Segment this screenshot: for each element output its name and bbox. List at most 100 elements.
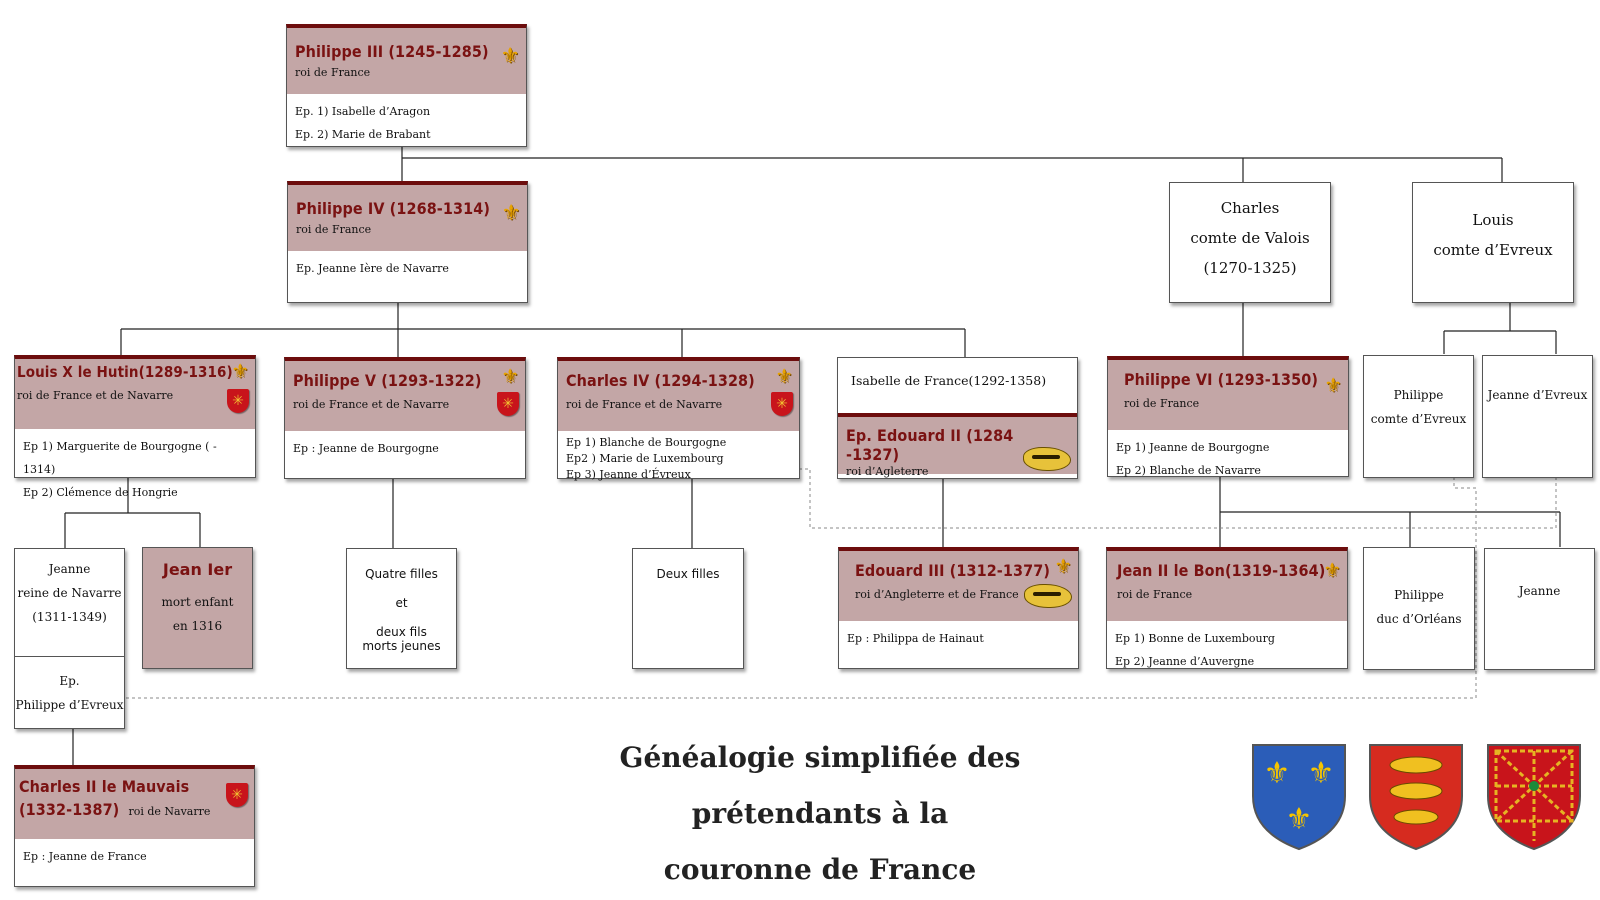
person-name: Jean Ier	[162, 560, 233, 579]
person-isabelle-de-france: Isabelle de France(1292-1358) Ep. Edouar…	[837, 357, 1078, 479]
person-philippe-vi: Philippe VI (1293-1350) roi de France ⚜ …	[1107, 356, 1349, 477]
svg-text:⚜: ⚜	[1308, 756, 1335, 791]
spouse-header: Ep. Edouard II (1284 -1327) roi d’Aglete…	[838, 413, 1077, 478]
person-jeanne-de-navarre: Jeanne reine de Navarre (1311-1349) Ep. …	[14, 548, 125, 729]
spouse-line: Philippe d’Evreux	[15, 698, 124, 712]
person-title: roi de France et de Navarre	[293, 398, 450, 411]
fleur-de-lis-icon: ⚜	[501, 364, 519, 388]
spouse-item: Ep. 1) Isabelle d’Aragon	[295, 105, 431, 118]
person-philippe-evreux: Philippe comte d’Evreux	[1363, 355, 1474, 478]
person-edouard-iii: Edouard III (1312-1377) roi d’Angleterre…	[838, 547, 1079, 669]
person-line: Quatre filles	[365, 567, 438, 581]
person-line: Jeanne	[48, 562, 91, 576]
spouse-list: Ep : Jeanne de France	[15, 839, 254, 874]
person-header: Philippe V (1293-1322) roi de France et …	[285, 361, 525, 431]
person-philippe-v: Philippe V (1293-1322) roi de France et …	[284, 357, 526, 479]
spouse-item: Ep 2) Jeanne d’Auvergne	[1115, 655, 1255, 668]
person-jean-ier: Jean Ier mort enfant en 1316	[142, 547, 253, 669]
person-name: Charles II le Mauvais	[19, 777, 190, 796]
person-louis-x: Louis X le Hutin(1289-1316) roi de Franc…	[14, 355, 256, 499]
person-louis-evreux: Louis comte d’Evreux	[1412, 182, 1574, 303]
person-header: Jean II le Bon(1319-1364) roi de France …	[1107, 551, 1347, 621]
person-name-row: (1332-1387) roi de Navarre	[19, 800, 246, 819]
person-philippe-orleans: Philippe duc d’Orléans	[1363, 547, 1475, 670]
person-philippe-iii: Philippe III (1245-1285) roi de France ⚜…	[286, 24, 527, 147]
spouse-item: Ep 1) Bonne de Luxembourg	[1115, 632, 1275, 645]
fleur-de-lis-icon: ⚜	[1323, 558, 1341, 582]
spouse-list: Ep. 1) Isabelle d’Aragon Ep. 2) Marie de…	[287, 94, 526, 152]
person-line: Louis	[1472, 211, 1514, 229]
spouse-item: Ep : Jeanne de France	[23, 850, 147, 863]
navarre-shield-icon: ✳	[226, 783, 248, 807]
fleur-de-lis-icon: ⚜	[231, 359, 249, 383]
person-jeanne: Jeanne	[1484, 548, 1595, 670]
spouse-details: Ep. Philippe d’Evreux	[15, 657, 124, 717]
person-name: Jean II le Bon(1319-1364)	[1117, 561, 1326, 580]
spouse-item: Ep 1) Jeanne de Bourgogne	[1116, 441, 1270, 454]
person-dates: (1332-1387)	[19, 800, 120, 819]
person-title: roi de France et de Navarre	[566, 398, 723, 411]
person-quatre-filles: Quatre filles et deux fils morts jeunes	[346, 548, 457, 669]
person-name: Charles IV (1294-1328)	[566, 371, 755, 390]
spouse-list: Ep : Jeanne de Bourgogne	[285, 431, 525, 466]
spouse-list: Ep : Philippa de Hainaut	[839, 621, 1078, 656]
spouse-line: Ep.	[59, 674, 80, 688]
person-name: Philippe III (1245-1285)	[295, 42, 489, 61]
person-name: Philippe IV (1268-1314)	[296, 199, 491, 218]
navarre-shield-icon: ✳	[771, 392, 793, 416]
person-line: comte de Valois	[1190, 229, 1310, 247]
person-line: Philippe	[1393, 388, 1444, 402]
person-line: comte d’Evreux	[1370, 412, 1467, 426]
fleur-de-lis-icon: ⚜	[775, 364, 793, 388]
person-line: et	[395, 596, 408, 610]
person-charles-iv: Charles IV (1294-1328) roi de France et …	[557, 357, 800, 481]
svg-text:⚜: ⚜	[1264, 756, 1291, 791]
leopard-icon	[1023, 447, 1071, 471]
navarre-shield-icon: ✳	[497, 392, 519, 416]
person-jeanne-evreux: Jeanne d’Evreux	[1482, 355, 1593, 478]
spouse-item: Ep : Jeanne de Bourgogne	[293, 442, 439, 455]
person-line: en 1316	[172, 619, 223, 633]
spouse-item: Ep : Philippa de Hainaut	[847, 632, 984, 645]
spouse-list: Ep 1) Marguerite de Bourgogne ( - 1314) …	[15, 429, 255, 510]
page-title-line: couronne de France	[663, 853, 977, 886]
person-title: roi de France	[1117, 588, 1193, 601]
spouse-list: Ep 1) Bonne de Luxembourg Ep 2) Jeanne d…	[1107, 621, 1347, 679]
fleur-de-lis-icon: ⚜	[1324, 373, 1342, 397]
spouse-title: roi d’Agleterre	[846, 465, 929, 478]
person-header: Charles II le Mauvais (1332-1387) roi de…	[15, 769, 254, 839]
spouse-list: Ep. Jeanne Ière de Navarre	[288, 251, 527, 286]
person-name: Philippe V (1293-1322)	[293, 371, 482, 390]
spouse-item: Ep. 2) Marie de Brabant	[295, 128, 431, 141]
person-line: (1311-1349)	[32, 610, 107, 624]
person-header: Charles IV (1294-1328) roi de France et …	[558, 361, 799, 431]
spouse-item: Ep 1) Marguerite de Bourgogne ( - 1314)	[23, 440, 217, 476]
person-line: Philippe	[1394, 588, 1444, 602]
navarre-shield-icon: ✳	[227, 389, 249, 413]
spouse-name: Ep. Edouard II (1284 -1327)	[846, 426, 1014, 464]
person-name: Philippe VI (1293-1350)	[1124, 370, 1319, 389]
person-line: Jeanne d’Evreux	[1487, 388, 1588, 402]
person-line: duc d’Orléans	[1376, 612, 1462, 626]
spouse-list: Ep 1) Blanche de Bourgogne Ep2 ) Marie d…	[558, 431, 799, 489]
person-name: Edouard III (1312-1377)	[855, 561, 1051, 580]
person-line: morts jeunes	[362, 639, 441, 653]
person-line: comte d’Evreux	[1433, 241, 1553, 259]
fleur-de-lis-icon: ⚜	[1054, 554, 1072, 578]
person-title: roi de France	[295, 66, 371, 79]
fleur-de-lis-icon: ⚜	[500, 44, 520, 69]
spouse-item: Ep 2) Blanche de Navarre	[1116, 464, 1261, 477]
spouse-item: Ep 1) Blanche de Bourgogne	[566, 436, 727, 449]
person-title: roi de Navarre	[128, 805, 211, 818]
person-line: Jeanne	[1518, 584, 1561, 598]
person-name: Isabelle de France(1292-1358)	[851, 373, 1047, 388]
spouse-list: Ep 1) Jeanne de Bourgogne Ep 2) Blanche …	[1108, 430, 1348, 488]
navarre-coat-of-arms-icon	[1487, 744, 1581, 851]
person-charles-ii: Charles II le Mauvais (1332-1387) roi de…	[14, 765, 255, 887]
person-header: Philippe III (1245-1285) roi de France ⚜	[287, 28, 526, 94]
page-title: Généalogie simplifiée des prétendants à …	[520, 730, 1120, 898]
person-header: Louis X le Hutin(1289-1316) roi de Franc…	[15, 359, 255, 429]
person-title: roi de France	[1124, 397, 1200, 410]
person-deux-filles: Deux filles	[632, 548, 744, 669]
page-title-line: Généalogie simplifiée des prétendants à …	[619, 741, 1021, 830]
